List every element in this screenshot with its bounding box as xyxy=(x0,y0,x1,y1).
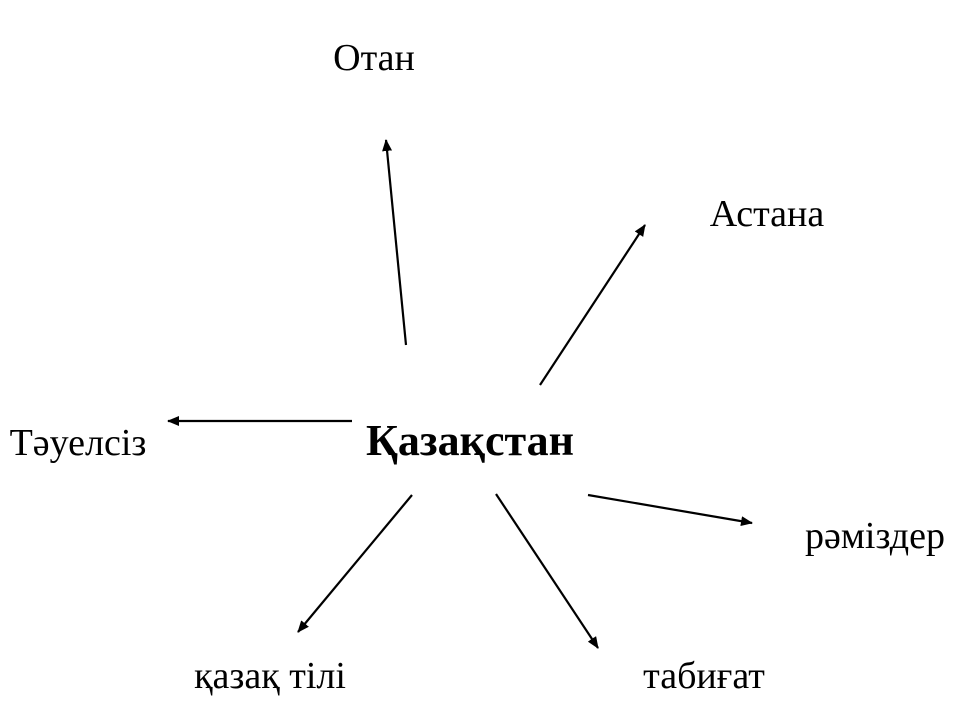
center-label: Қазақстан xyxy=(366,416,574,465)
arrow-to-ramizder xyxy=(587,493,753,527)
arrow-to-kazak-tili xyxy=(297,494,413,633)
branch-label-tabigat: табиғат xyxy=(643,655,765,697)
branch-label-tauelsiz: Тәуелсіз xyxy=(10,422,147,464)
branch-label-ramizder: рәміздер xyxy=(805,515,945,557)
arrow-to-tabigat xyxy=(495,493,599,649)
arrow-to-otan xyxy=(382,139,408,346)
arrow-to-astana xyxy=(539,224,646,386)
branch-label-astana: Астана xyxy=(710,193,825,235)
branch-label-otan: Отан xyxy=(333,37,415,79)
branch-label-kazak-tili: қазақ тілі xyxy=(194,655,346,697)
